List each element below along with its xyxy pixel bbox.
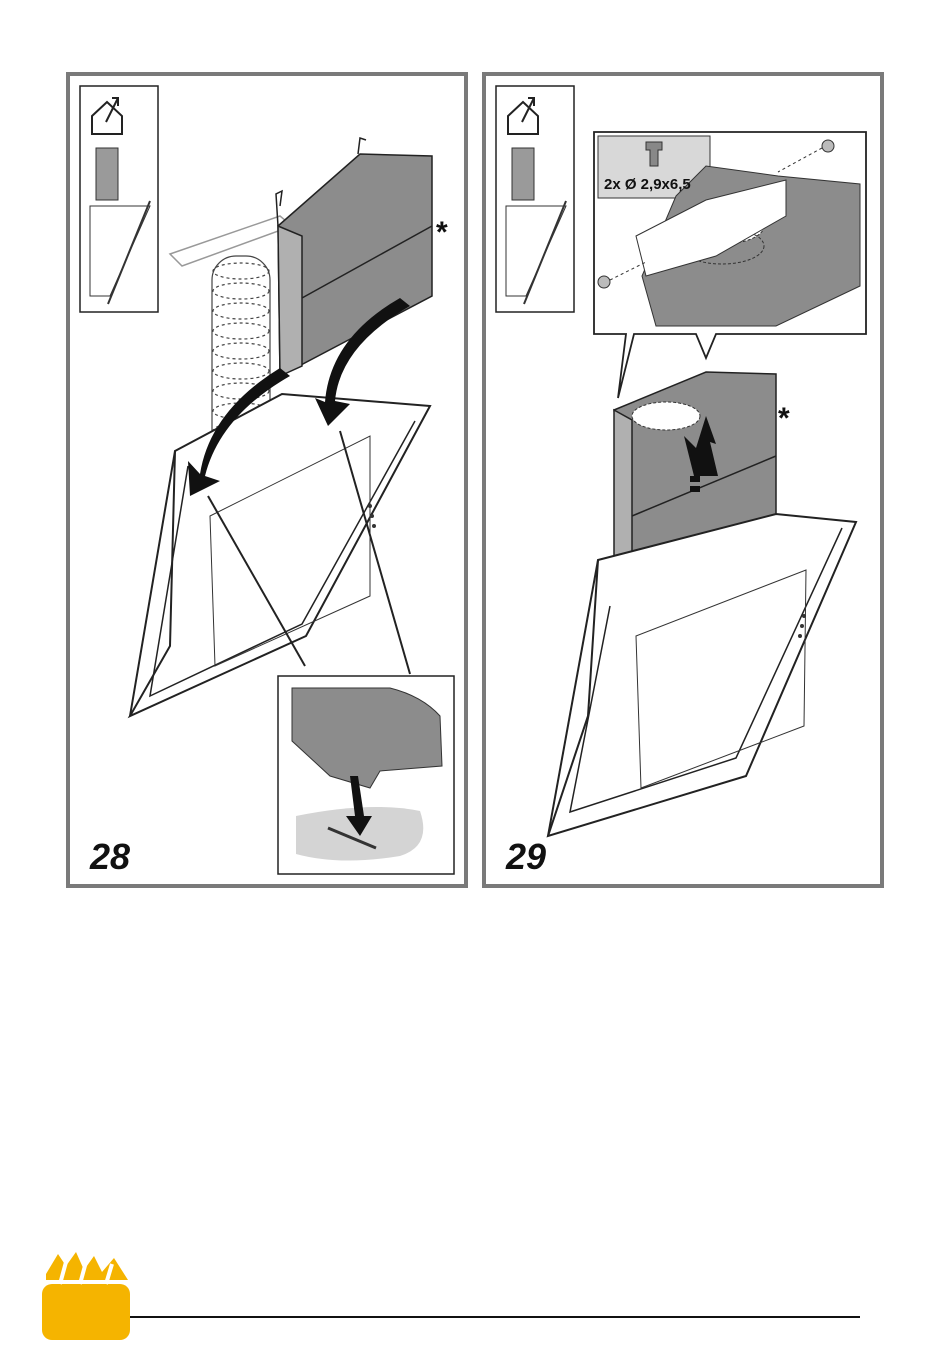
detail-inset [278,676,454,874]
hood-body [548,514,856,836]
figure-28-illustration [70,76,464,884]
step-number: 28 [90,836,130,878]
screw-spec-label: 2x Ø 2,9x6,5 [604,176,691,193]
figure-panel-28: 28 * [66,72,468,888]
hood-body [130,394,430,716]
optional-marker: * [778,402,790,436]
step-number: 29 [506,836,546,878]
figure-panel-29: 2x Ø 2,9x6,5 29 * [482,72,884,888]
screw-detail-callout [594,132,866,398]
toolbox-icon [36,1244,136,1344]
figure-29-illustration [486,76,880,884]
install-type-inset [496,86,574,312]
install-type-inset [80,86,158,312]
footer-rule [130,1316,860,1318]
optional-marker: * [436,216,448,250]
